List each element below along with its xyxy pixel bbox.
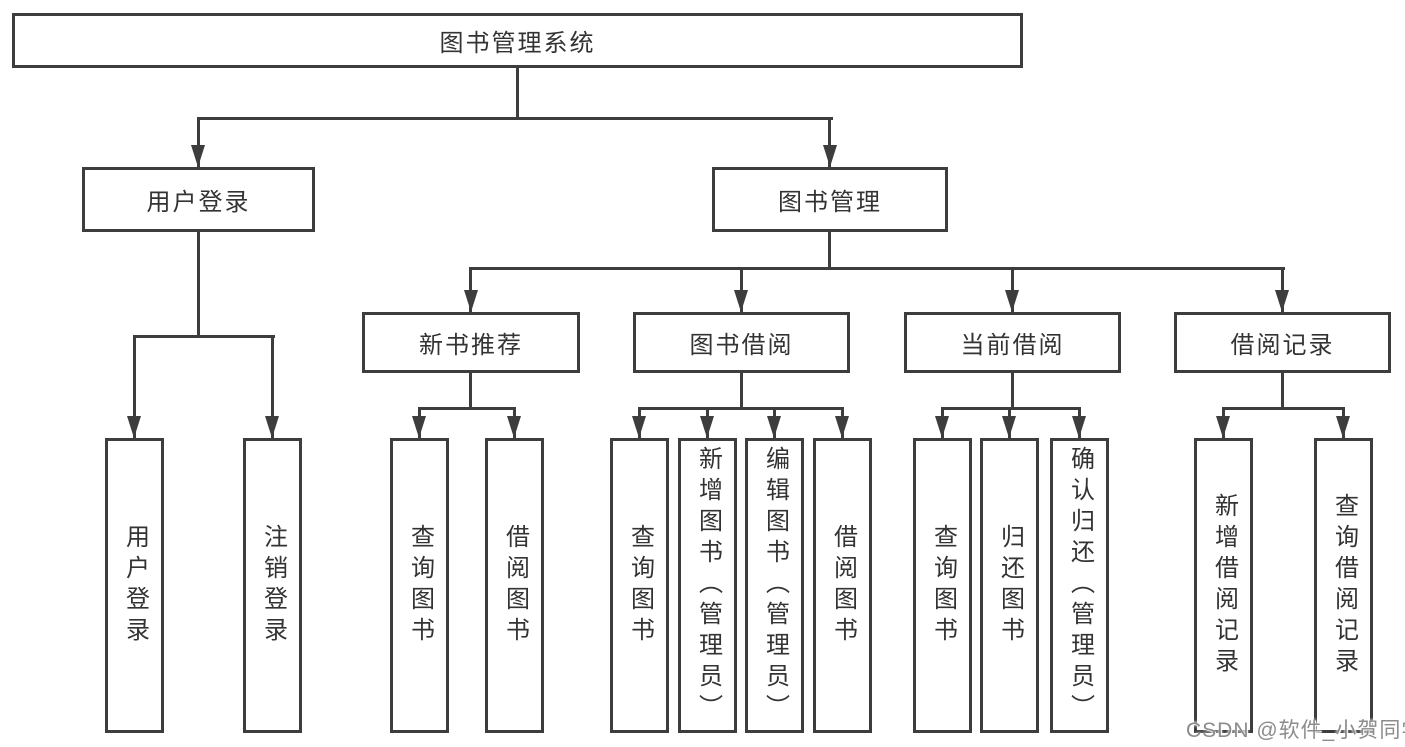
arrow-down-icon [734, 290, 748, 312]
node-borrowing-records: 借阅记录 [1174, 312, 1391, 373]
node-cb-query-books: 查询图书 [913, 438, 972, 733]
node-user-login-leaf: 用户登录 [105, 438, 164, 733]
node-label: 编辑图书（管理员） [761, 446, 789, 725]
connector-line [469, 267, 472, 312]
node-label: 新书推荐 [419, 332, 523, 359]
connector-new-book-stem [469, 373, 472, 408]
connector-root-stem [516, 66, 519, 119]
arrow-down-icon [835, 416, 849, 438]
node-label: 用户登录 [146, 189, 251, 216]
node-label: 图书管理 [778, 189, 882, 216]
node-label: 图书管理系统 [439, 30, 596, 57]
node-br-query-record: 查询借阅记录 [1314, 438, 1373, 733]
connector-borrow-record-bar [1222, 407, 1345, 410]
connector-line [1011, 267, 1014, 312]
arrow-down-icon [767, 416, 781, 438]
arrow-down-icon [412, 416, 426, 438]
node-label: 查询图书 [626, 523, 654, 648]
arrow-down-icon [1216, 416, 1230, 438]
node-label: 注销登录 [259, 523, 287, 648]
node-user-login: 用户登录 [82, 167, 315, 232]
arrow-down-icon [1005, 290, 1019, 312]
connector-line [197, 117, 200, 167]
connector-user-login-bar [133, 335, 275, 338]
arrow-down-icon [823, 145, 837, 167]
node-bb-borrow-books: 借阅图书 [813, 438, 872, 733]
node-label: 新增借阅记录 [1210, 492, 1238, 679]
connector-book-borrow-bar [638, 407, 844, 410]
node-label: 确认归还（管理员） [1066, 446, 1094, 725]
node-label: 当前借阅 [960, 332, 1065, 359]
node-label: 归还图书 [996, 523, 1024, 648]
arrow-down-icon [935, 416, 949, 438]
node-label: 借阅图书 [829, 523, 857, 648]
node-cb-confirm-return-admin: 确认归还（管理员） [1050, 438, 1109, 733]
arrow-down-icon [632, 416, 646, 438]
connector-current-borrow-stem [1011, 373, 1014, 408]
connector-new-book-bar [418, 407, 516, 410]
arrow-down-icon [127, 416, 141, 438]
node-book-borrowing: 图书借阅 [633, 312, 850, 373]
node-label: 图书借阅 [689, 332, 794, 359]
node-new-book-recommend: 新书推荐 [362, 312, 580, 373]
connector-line [271, 335, 274, 438]
connector-line [828, 117, 831, 167]
node-label: 新增图书（管理员） [694, 446, 722, 725]
connector-user-login-stem [197, 232, 200, 336]
csdn-watermark: CSDN @软件_小贺同学 [1186, 719, 1405, 742]
node-label: 查询借阅记录 [1330, 492, 1358, 679]
connector-level2-bar [469, 267, 1285, 270]
connector-line [133, 335, 136, 438]
connector-line [1281, 267, 1284, 312]
connector-book-mgmt-stem [828, 232, 831, 268]
arrow-down-icon [464, 290, 478, 312]
arrow-down-icon [1275, 290, 1289, 312]
node-label: 用户登录 [121, 523, 149, 648]
node-book-management: 图书管理 [712, 167, 948, 232]
node-cb-return-books: 归还图书 [980, 438, 1039, 733]
node-current-borrowing: 当前借阅 [904, 312, 1121, 373]
node-nbr-query-books: 查询图书 [390, 438, 449, 733]
connector-borrow-record-stem [1281, 373, 1284, 408]
node-library-system: 图书管理系统 [12, 13, 1023, 68]
node-nbr-borrow-books: 借阅图书 [485, 438, 544, 733]
arrow-down-icon [507, 416, 521, 438]
node-bb-edit-books-admin: 编辑图书（管理员） [745, 438, 804, 733]
arrow-down-icon [1072, 416, 1086, 438]
node-label: 借阅图书 [501, 523, 529, 648]
connector-line [740, 267, 743, 312]
connector-current-borrow-bar [941, 407, 1081, 410]
node-bb-add-books-admin: 新增图书（管理员） [678, 438, 737, 733]
arrow-down-icon [1336, 416, 1350, 438]
node-label: 查询图书 [929, 523, 957, 648]
connector-book-borrow-stem [740, 373, 743, 408]
arrow-down-icon [191, 145, 205, 167]
node-bb-query-books: 查询图书 [610, 438, 669, 733]
node-logout: 注销登录 [243, 438, 302, 733]
arrow-down-icon [700, 416, 714, 438]
arrow-down-icon [1002, 416, 1016, 438]
node-br-add-record: 新增借阅记录 [1194, 438, 1253, 733]
arrow-down-icon [265, 416, 279, 438]
connector-level1-bar [197, 117, 833, 120]
node-label: 查询图书 [406, 523, 434, 648]
node-label: 借阅记录 [1230, 332, 1335, 359]
